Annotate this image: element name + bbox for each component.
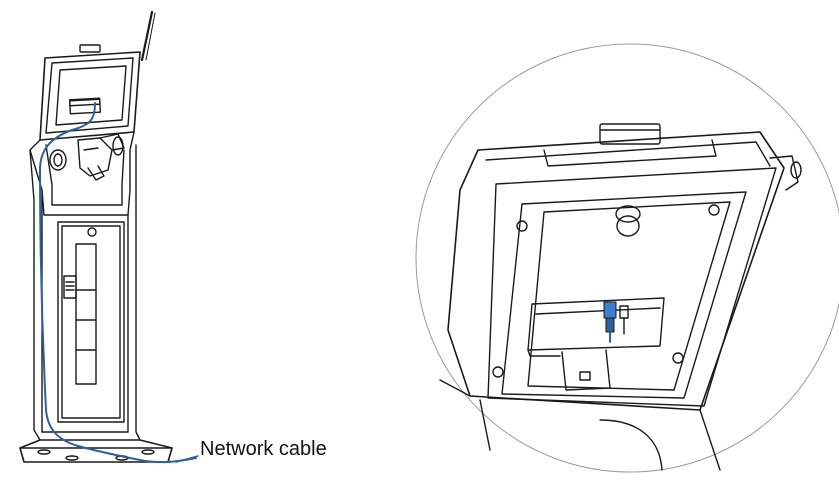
power-plug-icon bbox=[619, 305, 629, 335]
kiosk-stand bbox=[19, 10, 197, 464]
detail-back-panel bbox=[501, 191, 747, 399]
connector-plate bbox=[68, 97, 102, 115]
detail-screen-frame bbox=[447, 131, 785, 411]
printer-mechanism bbox=[49, 133, 125, 181]
magnifier-circle bbox=[415, 43, 839, 473]
callout-leader bbox=[175, 455, 199, 463]
sensor-block bbox=[599, 123, 661, 145]
network-cable bbox=[39, 102, 197, 464]
detail-magnifier bbox=[415, 43, 839, 473]
top-handle bbox=[79, 44, 101, 53]
rj45-connector-icon bbox=[603, 301, 617, 343]
detail-connector-bay bbox=[527, 297, 665, 391]
knob-icon bbox=[615, 205, 641, 237]
kiosk-column bbox=[29, 144, 141, 441]
side-bracket bbox=[769, 155, 802, 191]
kiosk-neck bbox=[29, 131, 135, 216]
front-door-panel bbox=[57, 221, 125, 423]
network-cable-label: Network cable bbox=[200, 438, 327, 460]
lock-icon bbox=[63, 275, 77, 299]
antenna-icon bbox=[140, 10, 156, 62]
screw-holes bbox=[492, 204, 720, 378]
